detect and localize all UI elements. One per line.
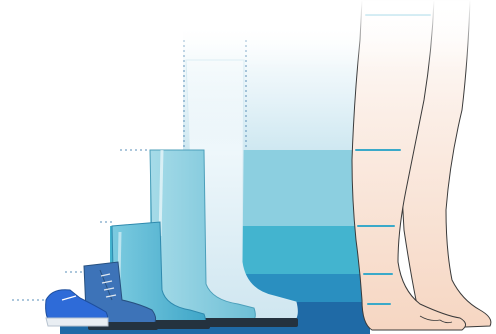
top-fade — [0, 0, 496, 70]
